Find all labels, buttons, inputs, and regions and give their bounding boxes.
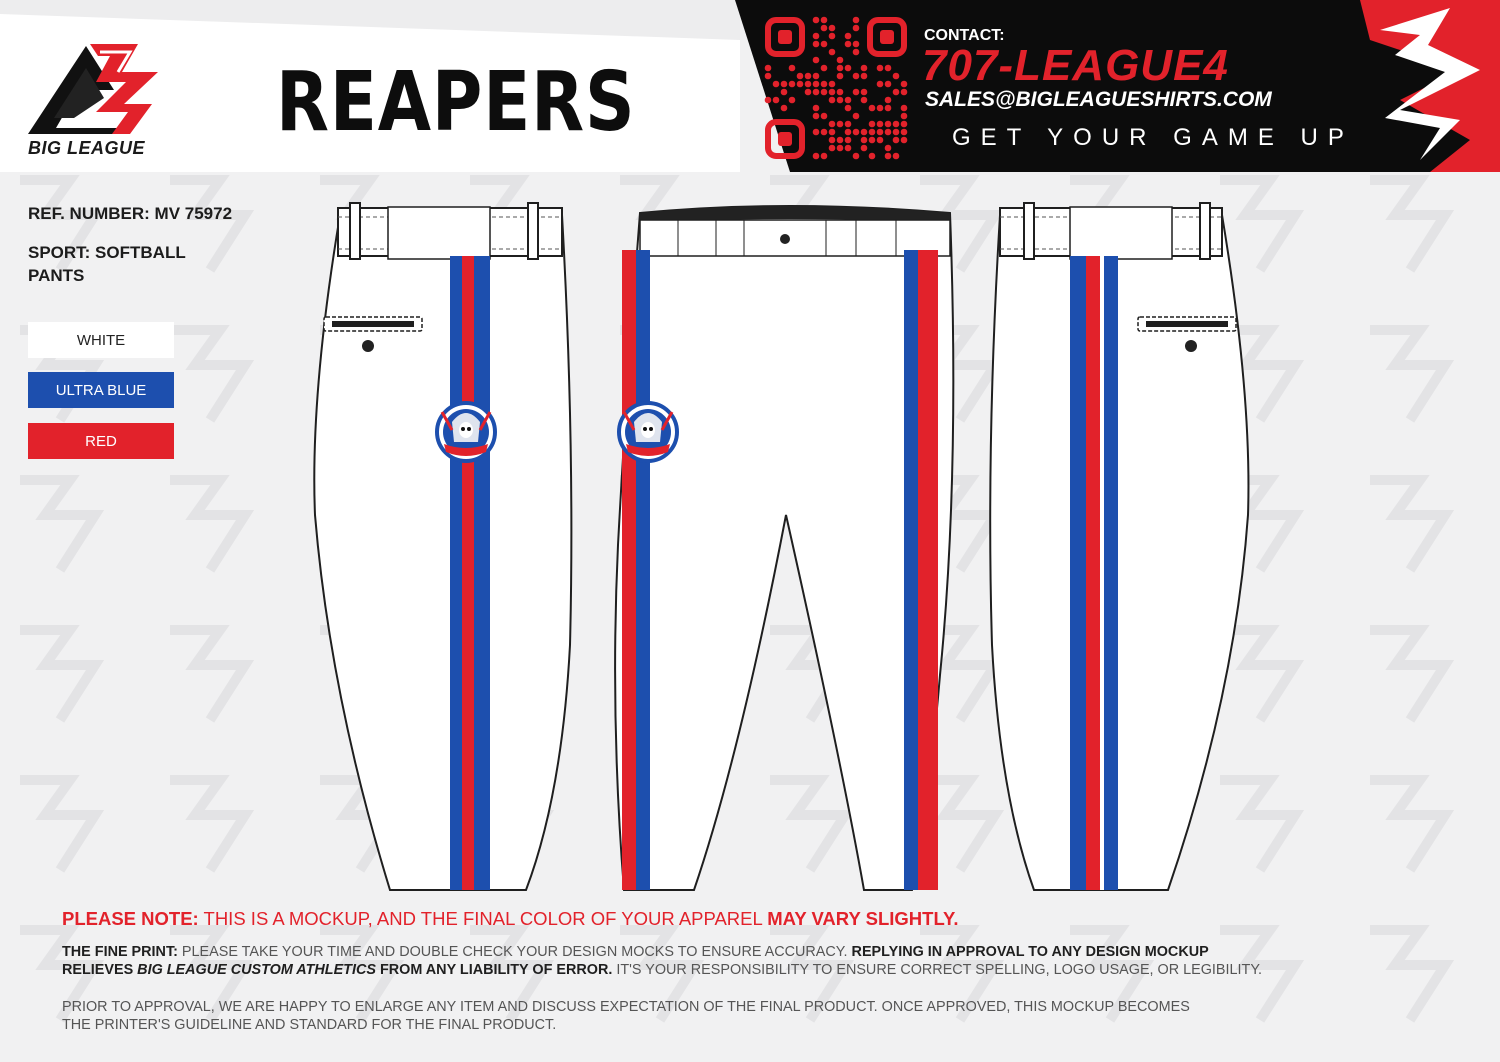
contact-phone[interactable]: 707-LEAGUE4	[922, 41, 1229, 90]
bolt-icon	[1380, 8, 1480, 160]
swatch-ultra-blue: ULTRA BLUE	[28, 372, 174, 408]
please-note: PLEASE NOTE: THIS IS A MOCKUP, AND THE F…	[62, 908, 958, 930]
pants-front-view	[614, 205, 955, 891]
header-banner	[0, 0, 1500, 172]
pants-right-side-view	[989, 202, 1250, 891]
note-emphasis: MAY VARY SLIGHTLY.	[767, 908, 959, 929]
fine-print-label: THE FINE PRINT:	[62, 944, 178, 960]
fine-print-text-f: IT'S YOUR RESPONSIBILITY TO ENSURE CORRE…	[612, 962, 1263, 978]
approval-terms-line-1: PRIOR TO APPROVAL, WE ARE HAPPY TO ENLAR…	[62, 999, 1190, 1015]
garment-mockups	[313, 202, 1250, 891]
tagline: GET YOUR GAME UP	[952, 124, 1354, 151]
contact-email[interactable]: SALES@BIGLEAGUESHIRTS.COM	[925, 88, 1272, 111]
team-name: REAPERS	[276, 55, 636, 150]
brand-name: BIG LEAGUE	[28, 138, 146, 158]
fine-print-text-c: RELIEVES	[62, 962, 138, 978]
contact-label: CONTACT:	[924, 27, 1005, 44]
sport-line-1: SPORT: SOFTBALL	[28, 243, 186, 262]
pants-left-side-view	[313, 202, 573, 891]
fine-print-company: BIG LEAGUE CUSTOM ATHLETICS	[137, 962, 376, 978]
fine-print-text-a: PLEASE TAKE YOUR TIME AND DOUBLE CHECK Y…	[177, 944, 852, 960]
approval-terms-line-2: THE PRINTER'S GUIDELINE AND STANDARD FOR…	[62, 1017, 557, 1033]
fine-print-text-b: REPLYING IN APPROVAL TO ANY DESIGN MOCKU…	[851, 944, 1209, 960]
big-league-logo-icon	[28, 44, 158, 134]
approval-terms: PRIOR TO APPROVAL, WE ARE HAPPY TO ENLAR…	[62, 998, 1482, 1034]
swatch-white: WHITE	[28, 322, 174, 358]
sport-line-2: PANTS	[28, 266, 85, 285]
ref-number: REF. NUMBER: MV 75972	[28, 204, 233, 223]
qr-code-icon	[764, 16, 908, 160]
swatch-red: RED	[28, 423, 174, 459]
fine-print: THE FINE PRINT: PLEASE TAKE YOUR TIME AN…	[62, 943, 1482, 979]
note-text: THIS IS A MOCKUP, AND THE FINAL COLOR OF…	[198, 908, 768, 929]
note-label: PLEASE NOTE:	[62, 908, 199, 929]
fine-print-text-e: FROM ANY LIABILITY OF ERROR.	[375, 962, 613, 978]
